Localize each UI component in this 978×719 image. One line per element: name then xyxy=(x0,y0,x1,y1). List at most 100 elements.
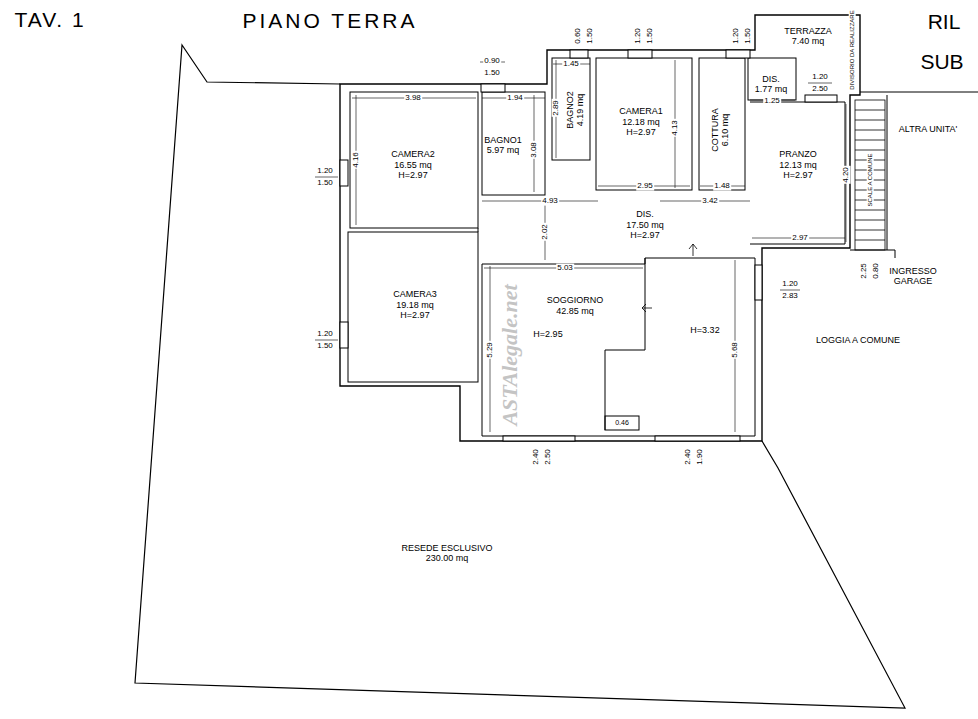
dimension-label: 4.20 xyxy=(842,166,851,184)
room-box: CAMERA112.18 mqH=2.97 xyxy=(601,102,681,142)
dimension-label: 1.90 xyxy=(696,448,705,466)
window-symbol xyxy=(340,322,348,348)
room-data: 42.85 mq xyxy=(556,306,594,316)
room-outline xyxy=(348,232,478,382)
dimension-label: 1.20 xyxy=(316,167,334,176)
door-arrow xyxy=(642,304,652,312)
dimension-label: 1.45 xyxy=(562,60,580,69)
dimension-label: 4.16 xyxy=(352,151,361,169)
dimension-label: 2.02 xyxy=(541,223,550,241)
stairs xyxy=(855,110,885,240)
room-box: CAMERA319.18 mqH=2.97 xyxy=(375,285,455,325)
window-symbol xyxy=(805,95,837,102)
room-name: BAGNO1 xyxy=(484,135,522,145)
dimension-label: 5.68 xyxy=(731,341,740,359)
room-name: SOGGIORNO xyxy=(547,295,604,305)
dimension-label: 1.50 xyxy=(646,27,655,45)
room-data: 12.18 mq xyxy=(622,117,660,127)
room-data: 17.50 mq xyxy=(626,220,664,230)
room-outline xyxy=(605,258,645,350)
room-box: RESEDE ESCLUSIVO230.00 mq xyxy=(387,538,507,568)
room-data: 12.13 mq xyxy=(779,160,817,170)
room-name: COTTURA xyxy=(710,108,720,152)
dimension-label: 1.20 xyxy=(634,27,643,45)
room-name: TERRAZZA xyxy=(784,26,832,36)
room-box: COTTURA6.10 mq xyxy=(708,92,732,168)
room-box: DIS.1.77 mq xyxy=(749,72,793,96)
window-symbol xyxy=(726,50,750,58)
sheet-label: TAV. 1 xyxy=(13,8,86,31)
room-data: 19.18 mq xyxy=(396,300,434,310)
dimension-label: 2.50 xyxy=(544,448,553,466)
dimension-label: 4.93 xyxy=(541,197,559,206)
dimension-label: 1.50 xyxy=(316,179,334,188)
room-data: H=2.95 xyxy=(533,329,562,339)
room-outline xyxy=(348,58,845,436)
dimension-label: 1.50 xyxy=(316,342,334,351)
room-data: 16.55 mq xyxy=(394,160,432,170)
dimension-label: 1.50 xyxy=(586,27,595,45)
stairs xyxy=(855,100,885,250)
dimension-label: 2.89 xyxy=(552,99,561,117)
room-outline xyxy=(350,92,478,228)
room-outline xyxy=(478,228,479,232)
dimension-label: 1.20 xyxy=(732,27,741,45)
dimension-label: 1.20 xyxy=(811,73,829,82)
dimension-label: 1.94 xyxy=(506,94,524,103)
door-arrow xyxy=(689,244,697,256)
dimension-label: 5.29 xyxy=(486,341,495,359)
dimension-label: 1.50 xyxy=(483,69,501,78)
dimension-label: 2.83 xyxy=(781,292,799,301)
room-outline xyxy=(605,416,639,430)
room-name: DIS. xyxy=(762,74,780,84)
window-symbol xyxy=(655,436,740,441)
room-data: 7.40 mq xyxy=(792,36,825,46)
room-outline xyxy=(596,58,692,190)
room-data: 1.77 mq xyxy=(755,84,788,94)
building-wall xyxy=(340,15,860,441)
dimension-label: 3.08 xyxy=(530,141,539,159)
window-symbol xyxy=(628,50,652,58)
room-data: H=2.97 xyxy=(398,170,427,180)
room-data: H=3.32 xyxy=(690,325,719,335)
room-data: H=2.97 xyxy=(783,170,812,180)
room-box: BAGNO24.19 mq xyxy=(563,75,587,145)
dimension-line xyxy=(356,60,846,432)
window-symbol xyxy=(481,84,505,92)
room-name: LOGGIA A COMUNE xyxy=(816,335,900,345)
room-box: TERRAZZA7.40 mq xyxy=(763,23,853,49)
room-outline xyxy=(748,58,796,100)
room-box: LOGGIA A COMUNE xyxy=(803,332,913,348)
dimension-label: 2.50 xyxy=(811,85,829,94)
dimension-label: 1.20 xyxy=(781,280,799,289)
dimension-line xyxy=(315,60,846,432)
room-name: CAMERA3 xyxy=(393,289,437,299)
dimension-label: 1.20 xyxy=(316,330,334,339)
room-box: CAMERA216.55 mqH=2.97 xyxy=(373,145,453,185)
dimension-label: 2.40 xyxy=(532,448,541,466)
dimension-label: 2.40 xyxy=(684,448,693,466)
room-data: 6.10 mq xyxy=(720,114,730,147)
room-name: BAGNO2 xyxy=(565,91,575,129)
window-symbol xyxy=(340,160,348,186)
building-wall xyxy=(340,15,860,441)
room-outline xyxy=(699,58,745,190)
sheet-label: SUB xyxy=(919,50,964,73)
room-box: BAGNO15.97 mq xyxy=(474,131,532,159)
window-symbol xyxy=(340,50,837,441)
area-label: ALTRA UNITA' xyxy=(898,125,958,135)
room-outline xyxy=(750,102,845,244)
room-name: RESEDE ESCLUSIVO xyxy=(401,543,492,553)
room-outline xyxy=(552,58,590,160)
room-box: DIS.17.50 mqH=2.97 xyxy=(614,207,676,243)
garden-boundary xyxy=(135,45,905,708)
dimension-label: 1.48 xyxy=(713,182,731,191)
dimension-label: 0.80 xyxy=(872,262,881,280)
boundary-line xyxy=(850,92,978,258)
dimension-label: 2.25 xyxy=(860,262,869,280)
sheet-label: RIL xyxy=(927,10,962,33)
dimension-line xyxy=(352,64,845,268)
room-outline xyxy=(482,92,545,195)
window-symbol xyxy=(755,265,762,300)
